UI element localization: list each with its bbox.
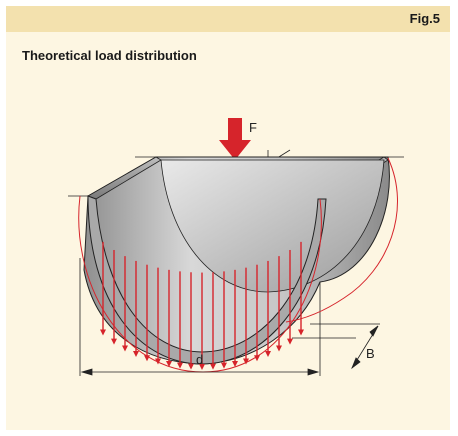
load-arrow-head — [122, 346, 128, 352]
load-arrow-head — [265, 351, 271, 357]
load-arrow-head — [100, 330, 106, 336]
force-label: F — [249, 120, 257, 135]
load-arrow-head — [221, 363, 227, 369]
load-arrow-head — [210, 364, 216, 370]
load-arrow-head — [276, 346, 282, 352]
load-arrow-head — [287, 339, 293, 345]
load-arrow-head — [188, 364, 194, 370]
load-arrow-head — [177, 363, 183, 369]
diameter-label: d — [196, 352, 203, 367]
force-arrow — [219, 118, 251, 160]
load-arrow-head — [111, 339, 117, 345]
load-arrow-head — [133, 351, 139, 357]
load-arrow-head — [298, 330, 304, 336]
diameter-dimension — [82, 369, 318, 375]
width-label: B — [366, 346, 375, 361]
